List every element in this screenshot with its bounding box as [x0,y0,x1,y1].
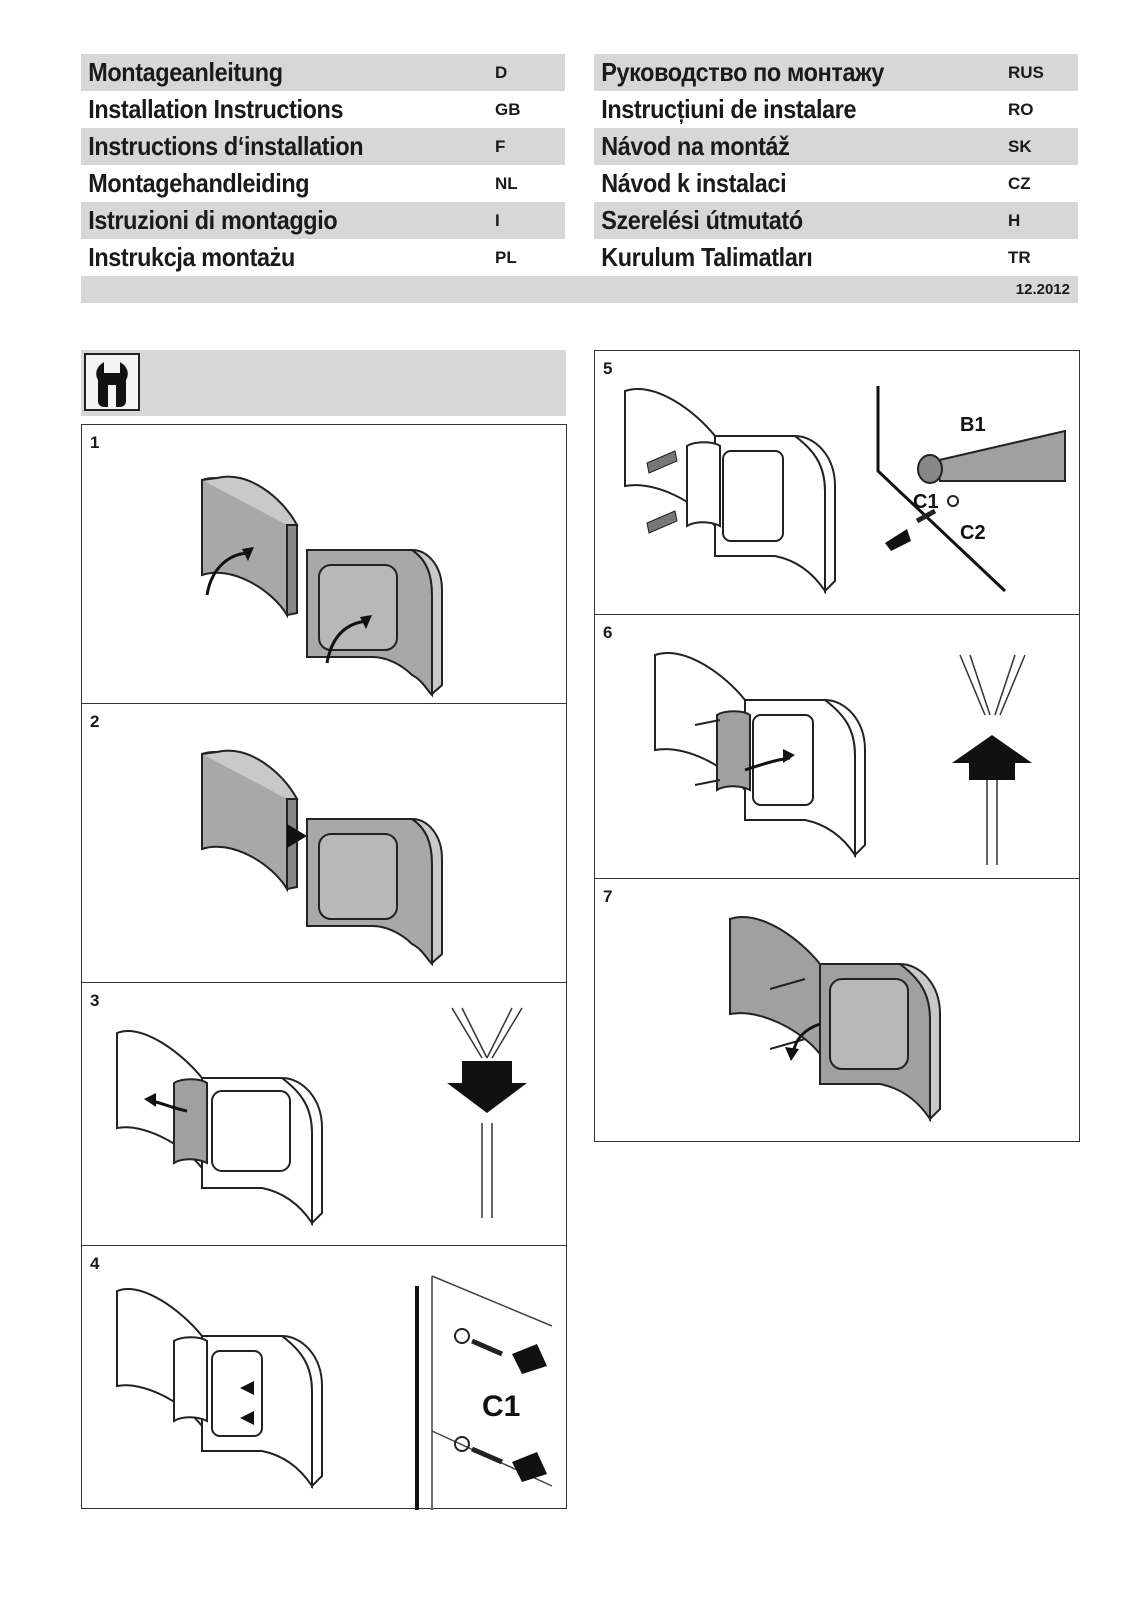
language-row-rus: Руководство по монтажу RUS [594,54,1078,91]
language-row-pl: Instrukcja montażu PL [81,239,565,276]
step-1-illustration [201,475,443,698]
step-2-illustration [201,749,443,967]
language-title: Instrukcja montażu [88,242,295,272]
language-code: D [495,62,508,82]
language-title: Instructions d‘installation [88,131,364,161]
language-code: RUS [1008,62,1044,82]
language-row-tr: Kurulum Talimatları TR [594,239,1078,276]
step-number: 4 [90,1254,100,1273]
step-number: 1 [90,433,100,452]
language-row-gb: Installation Instructions GB [81,91,565,128]
language-row-de: Montageanleitung D [81,54,565,91]
step-4-panel: 4 C1 [81,1245,567,1510]
step-5-label-b1: B1 [960,414,986,436]
language-row-sk: Návod na montáž SK [594,128,1078,165]
step-number: 6 [603,623,613,642]
language-title: Installation Instructions [88,94,344,124]
date-bar: 12.2012 [81,276,1078,303]
language-title: Istruzioni di montaggio [88,205,338,235]
language-code: RO [1008,99,1034,119]
step-6-illustration [654,652,1032,865]
tools-header [81,350,566,416]
language-title: Montagehandleiding [88,168,310,198]
wrench-icon [84,353,140,411]
language-code: SK [1008,136,1032,156]
step-5-illustration: B1 C1 C2 [624,386,1066,595]
step-7-panel: 7 [594,878,1080,1142]
document-date: 12.2012 [1015,281,1070,298]
step-number: 3 [90,991,100,1010]
step-5-label-c1: C1 [913,491,939,513]
language-title: Kurulum Talimatları [601,242,813,272]
step-number: 2 [90,712,100,731]
step-2-panel: 2 [81,703,567,983]
language-row-i: Istruzioni di montaggio I [81,202,565,239]
language-title: Szerelési útmutató [601,205,803,235]
step-5-panel: 5 B1 C1 C2 [594,350,1080,615]
language-row-f: Instructions d‘installation F [81,128,565,165]
step-4-label-c1: C1 [482,1390,520,1423]
language-code: GB [495,99,521,119]
step-7-illustration [729,916,941,1123]
language-code: H [1008,210,1021,230]
language-row-ro: Instrucțiuni de instalare RO [594,91,1078,128]
language-list-left: Montageanleitung D Installation Instruct… [81,54,565,276]
step-number: 5 [603,359,613,378]
step-number: 7 [603,887,613,906]
language-code: I [495,210,500,230]
language-list-right: Руководство по монтажу RUS Instrucțiuni … [594,54,1078,276]
language-code: NL [495,173,518,193]
step-3-illustration [116,1007,527,1227]
step-3-panel: 3 [81,982,567,1246]
language-row-h: Szerelési útmutató H [594,202,1078,239]
language-code: F [495,136,506,156]
step-5-label-c2: C2 [960,522,986,544]
language-title: Instrucțiuni de instalare [601,94,857,124]
language-code: PL [495,247,517,267]
language-title: Návod na montáž [601,131,790,161]
language-code: TR [1008,247,1031,267]
language-row-cz: Návod k instalaci CZ [594,165,1078,202]
step-1-panel: 1 [81,424,567,704]
step-6-panel: 6 [594,614,1080,879]
language-title: Návod k instalaci [601,168,787,198]
language-title: Руководство по монтажу [601,57,884,87]
language-row-nl: Montagehandleiding NL [81,165,565,202]
step-4-illustration: C1 [116,1275,553,1510]
language-title: Montageanleitung [88,57,283,87]
language-code: CZ [1008,173,1031,193]
